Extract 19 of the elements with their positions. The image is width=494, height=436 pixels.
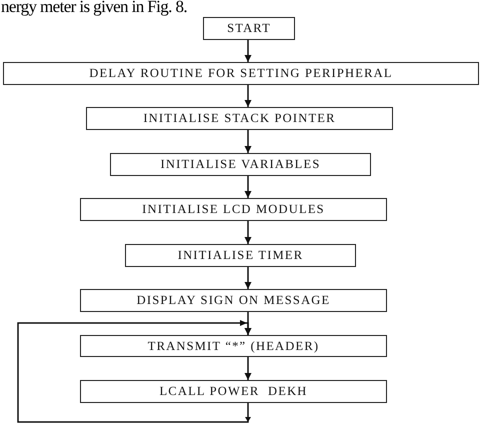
process-box xyxy=(3,62,479,85)
process-box xyxy=(80,289,387,312)
process-box xyxy=(110,153,371,176)
step-text: DELAY ROUTINE FOR SETTING PERIPHERAL xyxy=(89,66,393,81)
step-text: DISPLAY SIGN ON MESSAGE xyxy=(136,293,330,308)
step-text: START xyxy=(227,21,271,36)
process-box xyxy=(80,198,387,221)
process-box xyxy=(203,17,295,40)
step-text: INITIALISE STACK POINTER xyxy=(143,111,336,126)
step-text: INITIALISE LCD MODULES xyxy=(142,202,325,217)
step-text: INITIALISE VARIABLES xyxy=(160,157,320,172)
process-box xyxy=(80,380,387,403)
step-text: INITIALISE TIMER xyxy=(178,248,304,263)
step-text: LCALL POWER DEKH xyxy=(159,384,308,399)
body-text: nergy meter is given in Fig. 8. xyxy=(1,0,188,17)
process-box xyxy=(86,107,393,130)
process-box xyxy=(80,335,387,357)
step-text: TRANSMIT “*” (HEADER) xyxy=(148,338,320,354)
process-box xyxy=(125,244,356,267)
